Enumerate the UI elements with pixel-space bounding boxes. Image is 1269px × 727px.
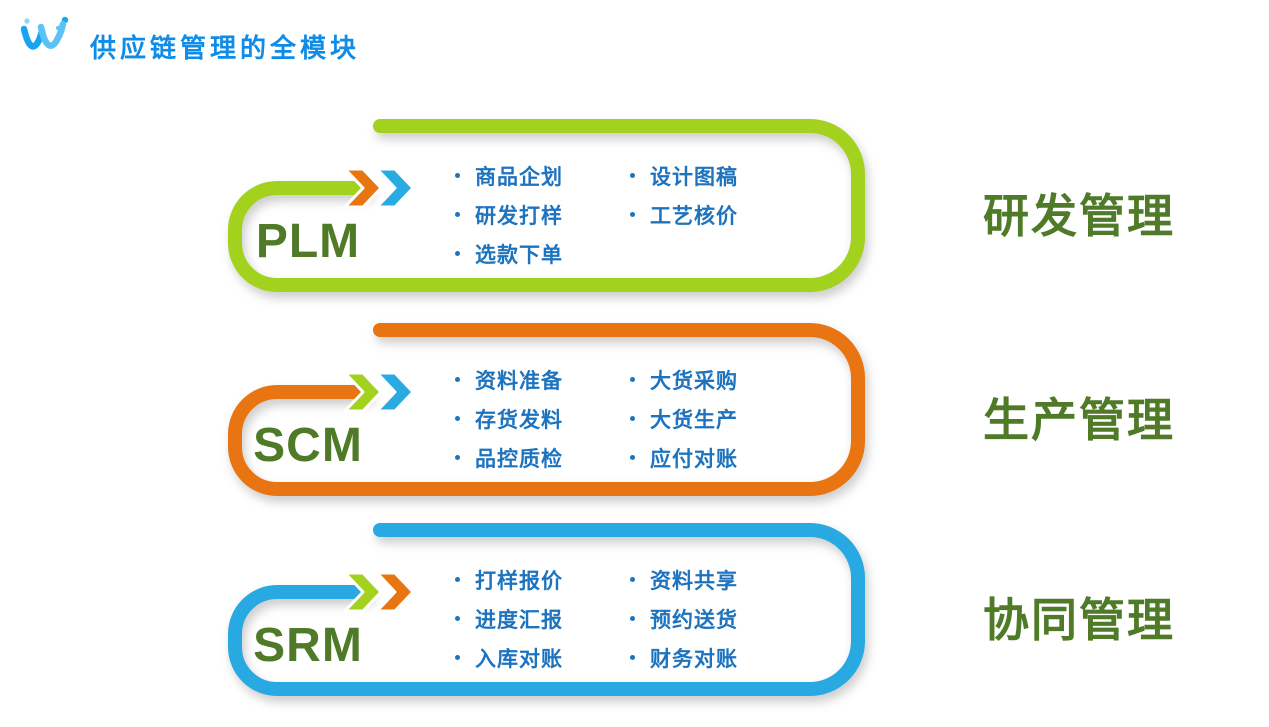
bullet-label: 存货发料 — [475, 408, 563, 432]
bullet-dot — [455, 173, 460, 178]
bullet-dot — [455, 577, 460, 582]
bullet-label: 选款下单 — [475, 243, 563, 267]
bullet-label: 入库对账 — [475, 647, 563, 671]
bullet-dot — [455, 377, 460, 382]
chevron-2-icon — [375, 571, 415, 613]
bullet-dot — [630, 416, 635, 421]
plm-capsule-path — [228, 119, 865, 292]
scm-capsule-path — [228, 323, 865, 496]
bullet-label: 大货生产 — [650, 408, 738, 432]
bullet-label: 预约送货 — [650, 608, 738, 632]
bullet-item: 应付对账 — [630, 438, 820, 477]
bullet-dot — [455, 416, 460, 421]
bullet-item: 存货发料 — [455, 399, 627, 438]
bullet-item: 商品企划 — [455, 156, 627, 195]
bullet-item: 资料准备 — [455, 360, 627, 399]
bullet-dot — [455, 655, 460, 660]
chevron-arrows-icon — [343, 371, 415, 413]
bullet-dot — [630, 577, 635, 582]
slide-header: 供应链管理的全模块 — [0, 0, 1269, 70]
bullet-dot — [455, 616, 460, 621]
bullet-label: 研发打样 — [475, 204, 563, 228]
module-srm-section: SRM 打样报价 进度汇报 入库对账 资料共享 预约送货 财务对账 协同管理 — [225, 514, 1269, 714]
bullet-dot — [630, 655, 635, 660]
brand-swoosh-logo-icon — [20, 16, 69, 50]
bullet-item: 大货采购 — [630, 360, 820, 399]
bullet-item: 设计图稿 — [630, 156, 820, 195]
bullet-label: 资料共享 — [650, 569, 738, 593]
module-acronym-srm: SRM — [253, 619, 363, 672]
plm-bullet-list-1: 商品企划 研发打样 选款下单 — [455, 156, 627, 273]
chevron-1-icon — [343, 571, 383, 613]
plm-capsule-outline — [228, 119, 865, 292]
module-category-label-srm: 协同管理 — [983, 594, 1175, 646]
bullet-label: 进度汇报 — [475, 608, 563, 632]
bullet-dot — [630, 616, 635, 621]
bullet-label: 应付对账 — [650, 447, 738, 471]
bullet-dot — [455, 212, 460, 217]
bullet-item: 进度汇报 — [455, 599, 627, 638]
chevron-1-icon — [343, 167, 383, 209]
chevron-2-icon — [375, 167, 415, 209]
bullet-label: 大货采购 — [650, 369, 738, 393]
srm-bullet-list-2: 资料共享 预约送货 财务对账 — [630, 560, 820, 677]
module-category-label-scm: 生产管理 — [983, 394, 1175, 446]
bullet-label: 品控质检 — [475, 447, 563, 471]
srm-capsule-path — [228, 523, 865, 696]
plm-bullet-list-2: 设计图稿 工艺核价 — [630, 156, 820, 234]
bullet-label: 商品企划 — [475, 165, 563, 189]
chevron-arrows-icon — [343, 571, 415, 613]
chevron-2-icon — [375, 371, 415, 413]
bullet-item: 打样报价 — [455, 560, 627, 599]
bullet-label: 打样报价 — [475, 569, 563, 593]
module-acronym-scm: SCM — [253, 419, 363, 472]
bullet-label: 工艺核价 — [650, 204, 738, 228]
bullet-item: 资料共享 — [630, 560, 820, 599]
bullet-item: 工艺核价 — [630, 195, 820, 234]
bullet-dot — [630, 377, 635, 382]
bullet-dot — [630, 212, 635, 217]
srm-bullet-list-1: 打样报价 进度汇报 入库对账 — [455, 560, 627, 677]
bullet-label: 资料准备 — [475, 369, 563, 393]
scm-capsule-outline — [228, 323, 865, 496]
bullet-item: 大货生产 — [630, 399, 820, 438]
bullet-dot — [455, 455, 460, 460]
bullet-item: 预约送货 — [630, 599, 820, 638]
scm-bullet-list-1: 资料准备 存货发料 品控质检 — [455, 360, 627, 477]
bullet-dot — [630, 455, 635, 460]
module-plm-section: PLM 商品企划 研发打样 选款下单 设计图稿 工艺核价 研发管理 — [225, 110, 1269, 310]
chevron-1-icon — [343, 371, 383, 413]
bullet-item: 选款下单 — [455, 234, 627, 273]
srm-capsule-outline — [228, 523, 865, 696]
bullet-item: 研发打样 — [455, 195, 627, 234]
module-acronym-plm: PLM — [255, 215, 361, 268]
scm-bullet-list-2: 大货采购 大货生产 应付对账 — [630, 360, 820, 477]
bullet-item: 品控质检 — [455, 438, 627, 477]
chevron-arrows-icon — [343, 167, 415, 209]
bullet-item: 入库对账 — [455, 638, 627, 677]
bullet-label: 财务对账 — [650, 647, 738, 671]
module-category-label-plm: 研发管理 — [983, 190, 1175, 242]
page-title: 供应链管理的全模块 — [90, 33, 361, 63]
bullet-dot — [630, 173, 635, 178]
bullet-label: 设计图稿 — [650, 165, 738, 189]
bullet-item: 财务对账 — [630, 638, 820, 677]
module-scm-section: SCM 资料准备 存货发料 品控质检 大货采购 大货生产 应付对账 生产管理 — [225, 314, 1269, 514]
bullet-dot — [455, 251, 460, 256]
